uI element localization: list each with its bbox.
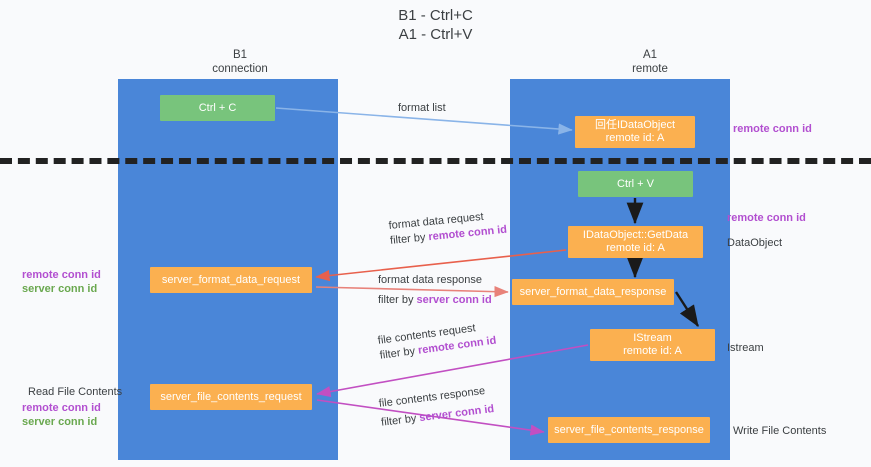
column-b1-name: B1 — [232, 49, 248, 61]
node-ctrl-v[interactable]: Ctrl + V — [578, 171, 693, 197]
edge-label-fcres-prefix: filter by — [380, 412, 421, 429]
edge-label-fdres-key: server conn id — [416, 294, 492, 306]
annotation-left-server-conn-id-bottom: server conn id — [22, 416, 98, 428]
edge-label-format-data-response: format data response filter by server co… — [378, 273, 492, 308]
annotation-remote-conn-id-mid: remote conn id — [727, 212, 806, 224]
node-ctrl-c[interactable]: Ctrl + C — [160, 95, 275, 121]
edge-label-format-data-request: format data request filter by remote con… — [388, 208, 508, 249]
column-header-b1: B1 connection — [150, 48, 330, 76]
annotation-write-file-contents: Write File Contents — [733, 425, 827, 437]
annotation-left-remote-conn-id: remote conn id — [22, 269, 101, 281]
column-header-a1: A1 remote — [560, 48, 740, 76]
node-ctrl-v-label: Ctrl + V — [617, 177, 654, 190]
edge-label-fcres-key: server conn id — [418, 402, 495, 425]
annotation-istream: Istream — [727, 342, 764, 354]
node-server-file-contents-request[interactable]: server_file_contents_request — [150, 384, 312, 410]
column-a1-role: remote — [632, 63, 668, 75]
annotation-left-conn-ids-bottom: remote conn id server conn id — [22, 401, 101, 429]
node-ctrl-c-label: Ctrl + C — [198, 101, 237, 114]
node-istream-label: IStream — [633, 332, 672, 344]
column-b1-role: connection — [212, 63, 268, 75]
phase-divider — [0, 158, 871, 164]
node-server-format-data-request[interactable]: server_format_data_request — [150, 267, 312, 293]
page-title: B1 - Ctrl+C A1 - Ctrl+V — [0, 6, 871, 44]
column-a1-name: A1 — [642, 49, 658, 61]
edge-label-file-contents-response: file contents response filter by server … — [378, 383, 495, 431]
annotation-remote-conn-id-top: remote conn id — [733, 123, 812, 135]
annotation-read-file-contents: Read File Contents — [28, 386, 123, 398]
title-line-2: A1 - Ctrl+V — [398, 26, 473, 43]
annotation-dataobject: DataObject — [727, 237, 783, 249]
node-server-format-data-response[interactable]: server_format_data_response — [512, 279, 674, 305]
edge-label-fdres-line1: format data response — [378, 274, 482, 286]
edge-label-format-list: format list — [398, 101, 446, 116]
annotation-left-server-conn-id: server conn id — [22, 283, 98, 295]
node-idataobject-sub: remote id: A — [605, 132, 665, 144]
node-server-format-data-response-label: server_format_data_response — [519, 285, 667, 298]
node-idataobject-getdata[interactable]: IDataObject::GetData remote id: A — [568, 226, 703, 258]
edge-label-fdres-prefix: filter by — [378, 294, 417, 306]
edge-label-format-list-line1: format list — [398, 102, 446, 114]
node-server-file-contents-response-label: server_file_contents_response — [554, 423, 704, 436]
node-istream-sub: remote id: A — [623, 345, 682, 357]
node-getdata-sub: remote id: A — [606, 242, 665, 254]
node-getdata-label: IDataObject::GetData — [582, 229, 689, 241]
node-idataobject-label: 回任IDataObject — [594, 119, 676, 131]
edge-label-file-contents-request: file contents request filter by remote c… — [377, 319, 497, 364]
node-server-format-data-request-label: server_format_data_request — [161, 273, 301, 286]
annotation-left-remote-conn-id-bottom: remote conn id — [22, 402, 101, 414]
edge-label-fcreq-prefix: filter by — [379, 344, 419, 362]
node-istream[interactable]: IStream remote id: A — [590, 329, 715, 361]
node-idataobject[interactable]: 回任IDataObject remote id: A — [575, 116, 695, 148]
edge-label-fdreq-prefix: filter by — [389, 231, 430, 247]
node-server-file-contents-response[interactable]: server_file_contents_response — [548, 417, 710, 443]
title-line-1: B1 - Ctrl+C — [398, 7, 473, 24]
node-server-file-contents-request-label: server_file_contents_request — [160, 390, 302, 403]
annotation-left-conn-ids: remote conn id server conn id — [22, 268, 101, 296]
